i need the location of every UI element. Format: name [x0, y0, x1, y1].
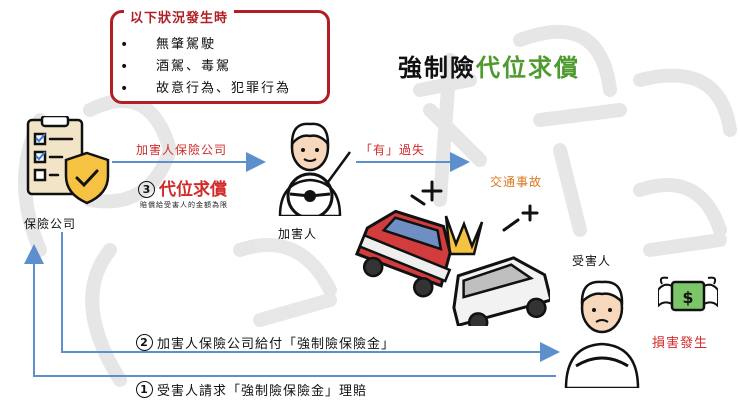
step1-text: 受害人請求「強制險保險金」理賠 — [157, 384, 368, 399]
flying-money-icon: $ — [658, 276, 718, 312]
condition-item: 故意行為、犯罪行為 — [120, 78, 291, 100]
accident-label: 交通事故 — [490, 175, 543, 189]
condition-item: 無肇駕駛 — [120, 34, 291, 56]
title-part1: 強制險 — [398, 54, 476, 82]
step2-text: 加害人保險公司給付「強制險保險金」 — [157, 337, 396, 352]
conditions-list: 無肇駕駛 酒駕、毒駕 故意行為、犯罪行為 — [120, 34, 291, 100]
condition-item: 酒駕、毒駕 — [120, 56, 291, 78]
arrow-step2 — [61, 232, 560, 362]
title-part2: 代位求償 — [476, 54, 580, 82]
step1-number: 1 — [136, 381, 153, 398]
insurance-document-icon — [26, 116, 84, 196]
insurer-label: 保險公司 — [24, 217, 77, 231]
victim-icon — [564, 280, 640, 388]
step2-label: 2 加害人保險公司給付「強制險保險金」 — [136, 333, 395, 352]
conditions-title: 以下狀況發生時 — [124, 7, 235, 26]
arrow-step1 — [24, 244, 556, 377]
perpetrator-insurer-label: 加害人保險公司 — [136, 143, 228, 157]
driver-icon — [278, 122, 352, 216]
step2-number: 2 — [136, 334, 153, 351]
shield-check-icon — [64, 151, 110, 205]
step3-text: 代位求償 — [159, 180, 227, 200]
step3-number: 3 — [138, 181, 155, 198]
damage-label: 損害發生 — [652, 336, 709, 351]
svg-text:$: $ — [682, 288, 693, 307]
step3-note: 賠償給受害人的金額為限 — [140, 201, 228, 209]
car-crash-icon — [354, 180, 550, 326]
victim-label: 受害人 — [572, 254, 612, 268]
step1-label: 1 受害人請求「強制險保險金」理賠 — [136, 380, 367, 399]
page-title: 強制險代位求償 — [398, 48, 580, 83]
perpetrator-label: 加害人 — [278, 227, 318, 241]
fault-label: 「有」過失 — [360, 143, 426, 157]
